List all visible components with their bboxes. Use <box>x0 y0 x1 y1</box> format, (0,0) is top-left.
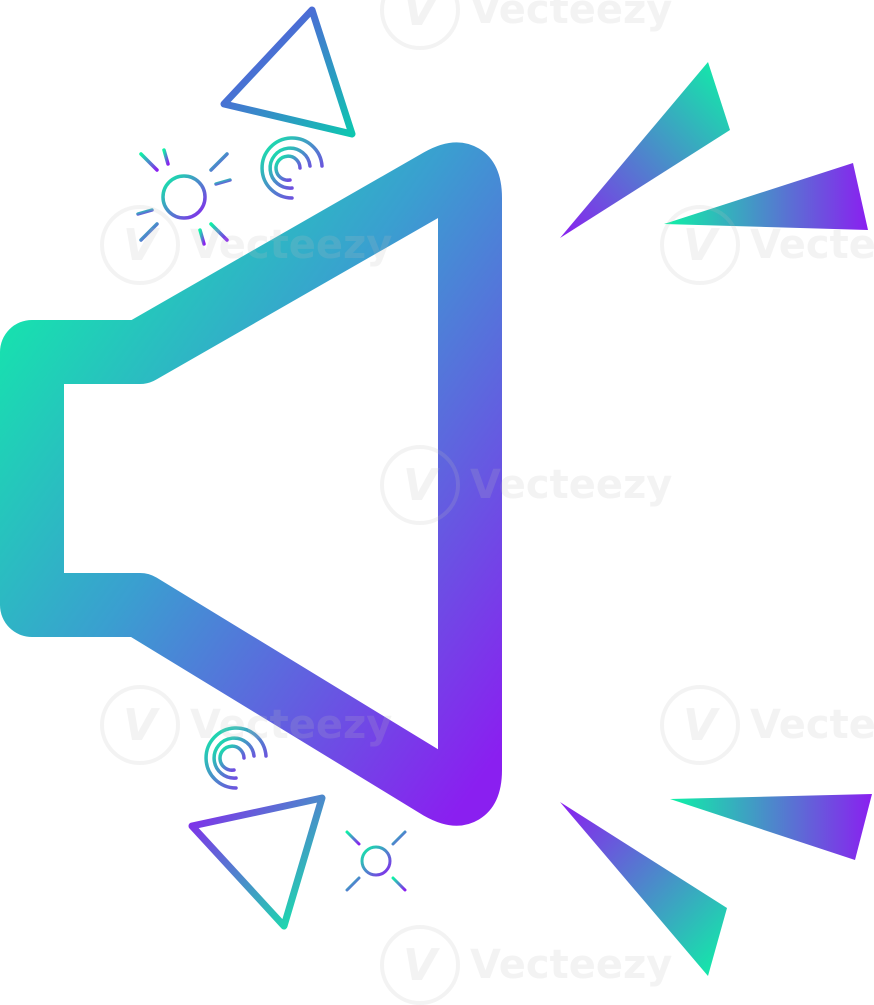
speaker-graphic <box>0 6 872 976</box>
sunburst-top-icon <box>122 136 246 258</box>
triangle-outline-bottom-icon <box>188 794 326 930</box>
sunburst-bottom-icon <box>333 818 419 904</box>
triangle-outline-top-icon <box>220 6 356 138</box>
speaker-icon <box>0 142 502 826</box>
sound-ray-top-icon <box>560 62 730 238</box>
sound-ray-upper-icon <box>664 163 868 230</box>
swirl-top-icon <box>260 136 324 200</box>
swirl-bottom-icon <box>204 726 268 790</box>
sound-ray-bottom-icon <box>560 802 727 976</box>
sound-ray-lower-icon <box>670 794 872 860</box>
